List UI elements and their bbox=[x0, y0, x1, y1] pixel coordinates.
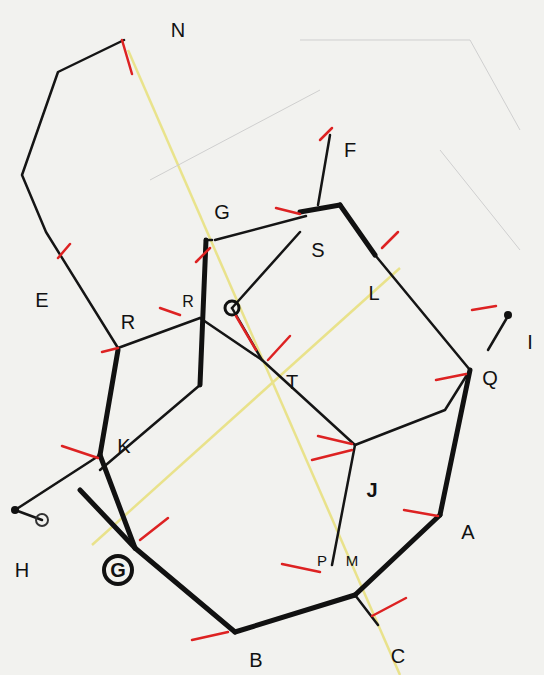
vertex-label: G bbox=[110, 560, 126, 580]
vertex-label: E bbox=[35, 290, 48, 310]
vertex-label: R bbox=[121, 312, 135, 332]
vertex-label: S bbox=[311, 240, 324, 260]
vertex-label: F bbox=[344, 140, 356, 160]
vertex-label: J bbox=[366, 480, 377, 500]
red-ticks bbox=[58, 40, 496, 640]
thick-edges bbox=[80, 205, 470, 632]
vertex-label: N bbox=[171, 20, 185, 40]
vertex-label: K bbox=[117, 436, 130, 456]
construction-lines bbox=[92, 50, 400, 675]
vertex-label: A bbox=[461, 522, 474, 542]
vertex-label: R bbox=[182, 294, 194, 310]
vertex-label: Q bbox=[482, 368, 498, 388]
vertex-label: C bbox=[391, 646, 405, 666]
edges bbox=[15, 40, 508, 625]
vertex-label: M bbox=[346, 553, 359, 568]
joints bbox=[11, 301, 512, 584]
vertex-label: B bbox=[249, 650, 262, 670]
vertex-label: L bbox=[368, 283, 379, 303]
vertex-label: H bbox=[15, 560, 29, 580]
vertex-label: P bbox=[317, 553, 327, 568]
vertex-label: I bbox=[527, 332, 533, 352]
vertex-label: T bbox=[286, 372, 298, 392]
faint-grid bbox=[150, 40, 520, 250]
vertex-label: G bbox=[214, 202, 230, 222]
